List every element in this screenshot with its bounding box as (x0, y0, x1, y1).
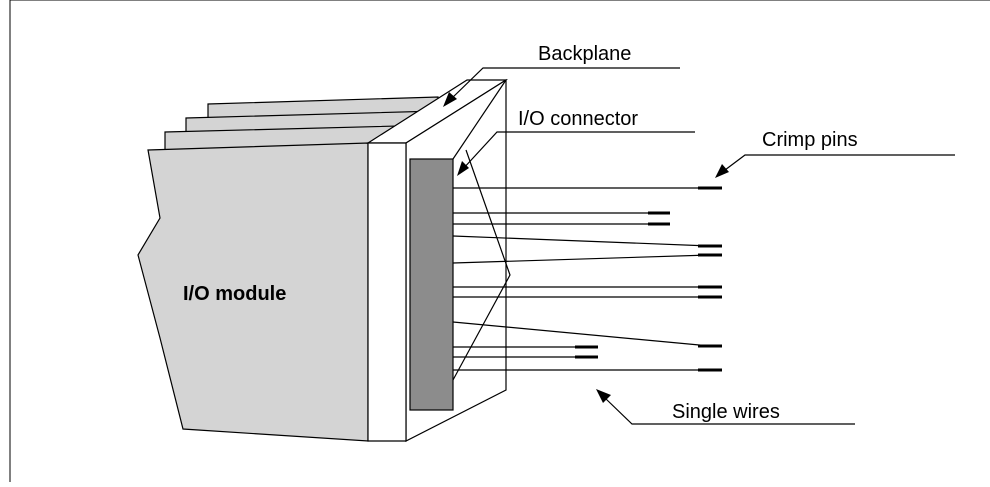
wire-5 (452, 254, 711, 264)
crimp-pins-arrow-icon (715, 164, 729, 178)
connector-bracket-lines (452, 79, 507, 160)
wires-leader (604, 397, 855, 425)
connector-arrow-icon (457, 161, 469, 176)
connector-bracket-v (452, 149, 511, 381)
crimp-pins (575, 186, 722, 372)
label-io-module: I/O module (183, 283, 286, 305)
wire-4 (452, 235, 711, 247)
arrowheads (443, 92, 729, 403)
backplane-leader (449, 67, 680, 101)
label-io-connector: I/O connector (518, 108, 638, 130)
single-wires (452, 187, 711, 371)
connector-leader (461, 131, 695, 171)
label-single-wires: Single wires (672, 401, 780, 423)
io-connector (409, 158, 454, 411)
connector-bracket (452, 79, 511, 381)
backplane-arrow-icon (443, 92, 457, 107)
figure-frame (9, 0, 990, 482)
label-crimp-pins: Crimp pins (762, 129, 858, 151)
crimp-pins-leader (724, 154, 955, 171)
wires-arrow-icon (596, 389, 611, 403)
label-backplane: Backplane (538, 43, 631, 65)
backplane-front-face (367, 142, 407, 442)
leaders (449, 67, 955, 425)
wire-8 (452, 321, 711, 347)
